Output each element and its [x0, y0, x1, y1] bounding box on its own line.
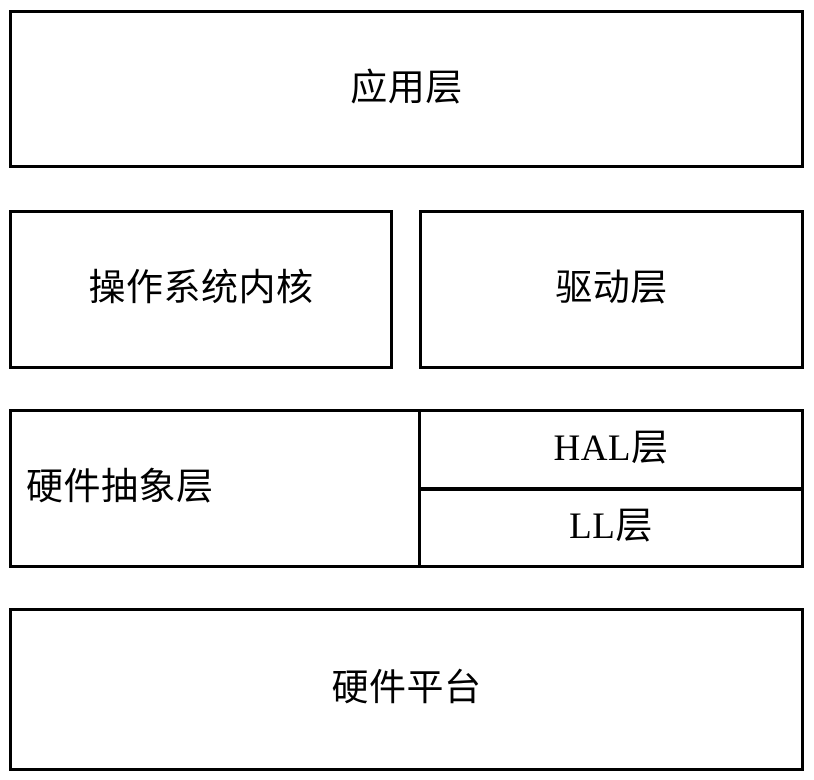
application-layer-label: 应用层 — [350, 67, 463, 109]
hal-sublayers-column: HAL层 LL层 — [421, 412, 801, 565]
os-kernel-label: 操作系统内核 — [88, 268, 314, 310]
os-kernel-box: 操作系统内核 — [9, 210, 393, 369]
hal-sublayer-cell: HAL层 — [421, 412, 801, 487]
hardware-platform-box: 硬件平台 — [9, 608, 804, 771]
hal-sublayer-label: HAL层 — [553, 427, 669, 469]
hardware-platform-label: 硬件平台 — [331, 668, 482, 710]
hardware-abstraction-layer-box: 硬件抽象层 HAL层 LL层 — [9, 409, 804, 568]
hardware-abstraction-layer-label: 硬件抽象层 — [26, 467, 214, 509]
hal-horizontal-divider — [421, 486, 801, 491]
application-layer-box: 应用层 — [9, 10, 804, 168]
driver-layer-label: 驱动层 — [555, 268, 668, 310]
ll-sublayer-cell: LL层 — [421, 491, 801, 566]
ll-sublayer-label: LL层 — [569, 506, 653, 548]
hardware-abstraction-layer-cell: 硬件抽象层 — [12, 412, 418, 565]
driver-layer-box: 驱动层 — [419, 210, 804, 369]
hal-vertical-divider — [418, 412, 421, 565]
